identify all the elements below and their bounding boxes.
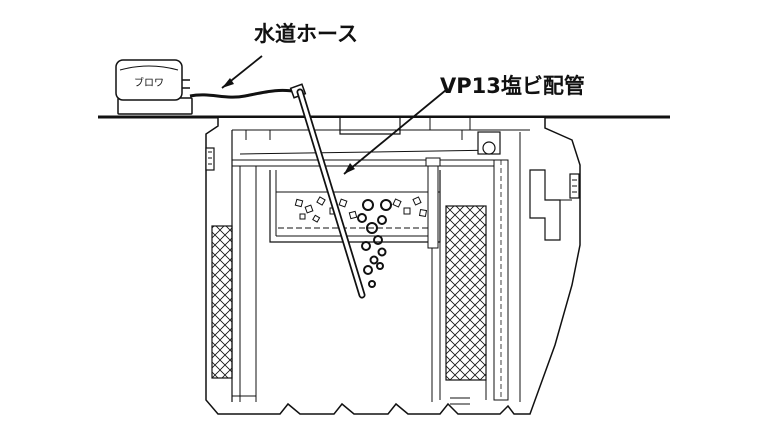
- left-filter-media: [211, 225, 233, 379]
- outlet-bracket: [529, 169, 561, 241]
- tank-outline: [205, 118, 581, 415]
- manhole-cover: [339, 118, 401, 135]
- hose-label: 水道ホース: [254, 22, 358, 46]
- hose-arrow: [221, 55, 263, 89]
- airlift-pipe: [427, 159, 439, 249]
- pipe-arrow: [343, 89, 447, 175]
- blower: ブロワ: [115, 59, 193, 115]
- blower-label: ブロワ: [134, 76, 164, 89]
- right-filter-media: [445, 205, 487, 381]
- air-bubbles: [357, 199, 392, 288]
- vp13-pipe: [296, 88, 366, 299]
- left-nozzle: [205, 147, 215, 171]
- pipe-label: VP13塩ビ配管: [440, 74, 585, 98]
- water-hose: [189, 88, 299, 99]
